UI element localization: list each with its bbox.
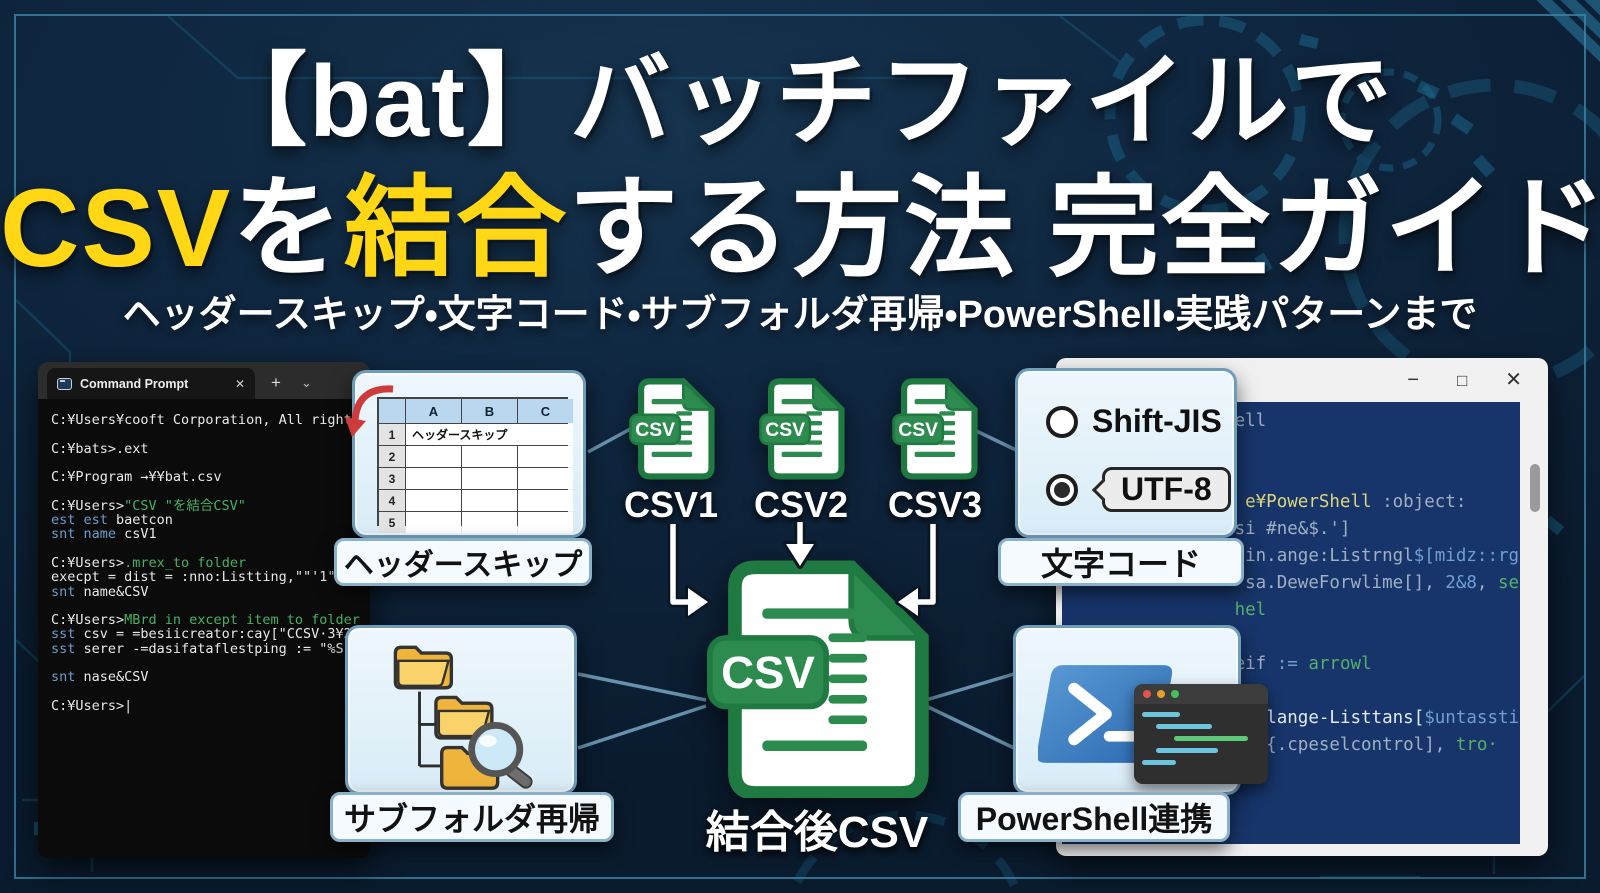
sheet-row-num: 1 <box>379 424 405 445</box>
scrollbar-thumb[interactable] <box>1530 464 1540 512</box>
sheet-cell <box>518 468 573 489</box>
card-powershell <box>1013 625 1268 795</box>
sheet-row-num: 3 <box>379 468 405 489</box>
title-rest: する方法 完全ガイド <box>568 167 1600 290</box>
sheet-cell <box>462 446 517 467</box>
sheet-cell <box>406 512 461 533</box>
utf8-label: UTF-8 <box>1121 471 1212 507</box>
command-prompt-window: Command Prompt ✕ + ⌄ C:¥Users¥cooft Corp… <box>38 362 370 858</box>
csv1-label: CSV1 <box>623 484 719 525</box>
card-subfolder <box>345 625 577 795</box>
tab-close-icon[interactable]: ✕ <box>234 376 245 391</box>
shiftjis-label: Shift-JIS <box>1092 403 1222 439</box>
card-encoding: Shift-JIS UTF-8 <box>1015 368 1237 538</box>
minimize-dot-icon <box>1157 690 1165 698</box>
cmd-tab[interactable]: Command Prompt ✕ <box>47 368 255 399</box>
cmd-terminal-body: C:¥Users¥cooft Corporation, All rights r… <box>38 399 370 858</box>
merged-csv-icon: CSV <box>703 560 931 800</box>
close-icon[interactable]: ✕ <box>1505 369 1522 391</box>
minimize-icon[interactable]: − <box>1407 369 1419 391</box>
sheet-row-num: 4 <box>379 490 405 511</box>
radio-utf8[interactable] <box>1046 473 1078 506</box>
sheet-row-num: 2 <box>379 446 405 467</box>
csv-file-icon-1: CSV <box>627 376 715 480</box>
sheet-row1-text: ヘッダースキップ <box>406 424 573 445</box>
magnifier-icon <box>468 722 533 789</box>
merged-csv-label: 結合後CSV <box>705 808 929 857</box>
title-line2: CSVを結合する方法 完全ガイド <box>0 138 1600 298</box>
title-csv-highlight: CSV <box>0 167 233 290</box>
sheet-cell <box>406 446 461 467</box>
sheet-cell <box>406 468 461 489</box>
sheet-cell <box>518 446 573 467</box>
scrollbar[interactable] <box>1527 406 1543 844</box>
cmd-titlebar: Command Prompt ✕ + ⌄ <box>38 362 370 399</box>
spreadsheet: A B C 1 ヘッダースキップ 2 3 4 5 <box>377 397 573 533</box>
sheet-col-c: C <box>518 399 573 423</box>
sheet-cell <box>518 512 573 533</box>
sheet-col-b: B <box>462 399 517 423</box>
csv-file-icon-2: CSV <box>757 376 845 480</box>
sheet-row-num: 5 <box>379 512 405 533</box>
subtitle: ヘッダースキップ・文字コード・サブフォルダ再帰・PowerShell・実践パター… <box>122 294 1478 336</box>
csv-badge-text: CSV <box>898 419 938 441</box>
title-line1: 【bat】バッチファイルで <box>206 46 1394 158</box>
cmd-tab-title: Command Prompt <box>80 376 189 391</box>
subfolder-label: サブフォルダ再帰 <box>330 792 614 842</box>
new-tab-icon[interactable]: + <box>271 373 281 392</box>
encoding-label: 文字コード <box>998 538 1244 586</box>
bubble-tail-icon <box>1091 478 1114 501</box>
title-particle: を <box>232 167 345 290</box>
sheet-corner <box>379 399 405 423</box>
red-arrow-icon <box>345 385 394 437</box>
terminal-icon <box>57 377 72 390</box>
folder-tree-icon <box>393 645 533 790</box>
maximize-icon[interactable]: □ <box>1456 370 1468 390</box>
mini-terminal <box>1134 684 1268 784</box>
header-skip-label: ヘッダースキップ <box>334 538 592 586</box>
ps-titlebar: − □ ✕ <box>1056 358 1548 402</box>
csv-badge-text: CSV <box>635 419 675 441</box>
radio-shiftjis[interactable] <box>1046 405 1078 438</box>
csv3-label: CSV3 <box>887 484 983 525</box>
powershell-label: PowerShell連携 <box>958 792 1230 842</box>
csv2-label: CSV2 <box>753 484 849 525</box>
close-dot-icon <box>1143 690 1151 698</box>
sheet-cell <box>462 512 517 533</box>
tab-dropdown-icon[interactable]: ⌄ <box>300 375 312 390</box>
sheet-cell <box>462 468 517 489</box>
card-header-skip: A B C 1 ヘッダースキップ 2 3 4 5 <box>345 370 586 538</box>
maximize-dot-icon <box>1171 690 1179 698</box>
sheet-col-a: A <box>406 399 461 423</box>
sheet-cell <box>518 490 573 511</box>
title-merge-highlight: 結合 <box>344 167 569 290</box>
csv-file-icon-3: CSV <box>890 376 978 480</box>
utf8-bubble: UTF-8 <box>1091 467 1231 512</box>
csv-badge-text: CSV <box>721 647 815 698</box>
sheet-cell <box>406 490 461 511</box>
mini-terminal-titlebar <box>1134 684 1268 704</box>
csv-badge-text: CSV <box>765 419 805 441</box>
sheet-cell <box>462 490 517 511</box>
mini-terminal-body <box>1134 704 1268 773</box>
